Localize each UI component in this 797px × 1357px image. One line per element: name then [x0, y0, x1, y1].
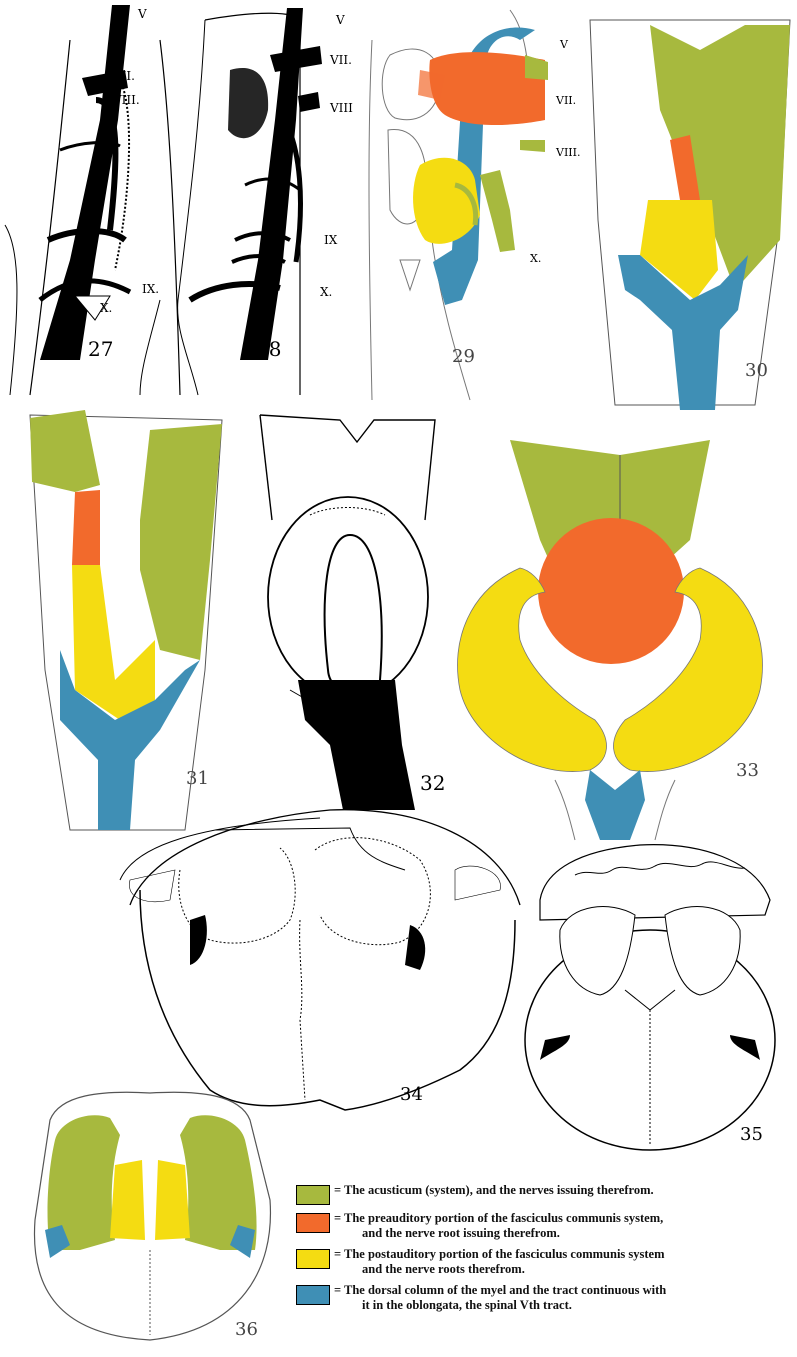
figure-36: 36 [34, 1092, 270, 1340]
color-legend: = The acusticum (system), and the nerves… [296, 1183, 796, 1319]
fig29-label-x: X. [530, 252, 541, 265]
figure-34: 34 [120, 810, 520, 1110]
fig27-label-viii: VIII. [112, 93, 140, 107]
fig28-label-x: X. [320, 285, 332, 299]
fig28-label-vii: VII. [329, 53, 352, 67]
figure-27: V VII. VIII. IX. X. 27 [5, 5, 180, 395]
figure-30: 30 [590, 20, 790, 410]
fig33-number: 33 [736, 760, 759, 781]
fig27-label-x: X. [100, 301, 112, 315]
fig27-number: 27 [88, 337, 113, 361]
legend-text-preauditory-1: = The preauditory portion of the fascicu… [334, 1211, 663, 1226]
fig36-number: 36 [235, 1319, 258, 1340]
figure-31: 31 [30, 410, 222, 830]
fig27-label-ix: IX. [142, 282, 159, 296]
fig32-number: 32 [420, 771, 445, 795]
legend-row-acusticum: = The acusticum (system), and the nerves… [296, 1183, 796, 1205]
fig27-label-v: V [137, 7, 147, 21]
legend-swatch-yellow [296, 1249, 330, 1269]
fig28-number: 28 [256, 337, 281, 361]
fig29-label-viii: VIII. [555, 146, 580, 159]
fig35-number: 35 [740, 1124, 763, 1145]
fig29-label-vii: VII. [555, 94, 576, 107]
fig28-label-ix: IX [324, 233, 338, 247]
legend-row-dorsal-column: = The dorsal column of the myel and the … [296, 1283, 796, 1313]
figure-32: 32 [260, 415, 445, 810]
legend-row-postauditory: = The postauditory portion of the fascic… [296, 1247, 796, 1277]
legend-text-postauditory-2: and the nerve roots therefrom. [334, 1262, 665, 1277]
legend-swatch-orange [296, 1213, 330, 1233]
figure-29: V VII. VIII. X. 29 [369, 10, 580, 400]
legend-text-acusticum: = The acusticum (system), and the nerves… [334, 1183, 654, 1198]
legend-row-preauditory: = The preauditory portion of the fascicu… [296, 1211, 796, 1241]
fig28-label-v: V [335, 13, 345, 27]
figure-33: 33 [458, 440, 763, 840]
legend-text-dorsal-1: = The dorsal column of the myel and the … [334, 1283, 666, 1298]
legend-swatch-blue [296, 1285, 330, 1305]
fig30-number: 30 [745, 360, 768, 381]
fig27-label-vii: VII. [112, 69, 135, 83]
legend-swatch-green [296, 1185, 330, 1205]
fig29-label-v: V [559, 38, 569, 51]
fig28-label-viii: VIII [329, 101, 353, 115]
figure-28: V VII. VIII IX X. 28 [140, 8, 353, 395]
legend-text-preauditory-2: and the nerve root issuing therefrom. [334, 1226, 663, 1241]
fig34-number: 34 [400, 1084, 423, 1105]
legend-text-postauditory-1: = The postauditory portion of the fascic… [334, 1247, 665, 1262]
fig31-number: 31 [186, 768, 209, 789]
legend-text-dorsal-2: it in the oblongata, the spinal Vth trac… [334, 1298, 666, 1313]
figure-35: 35 [525, 845, 775, 1150]
fig29-number: 29 [452, 346, 475, 367]
